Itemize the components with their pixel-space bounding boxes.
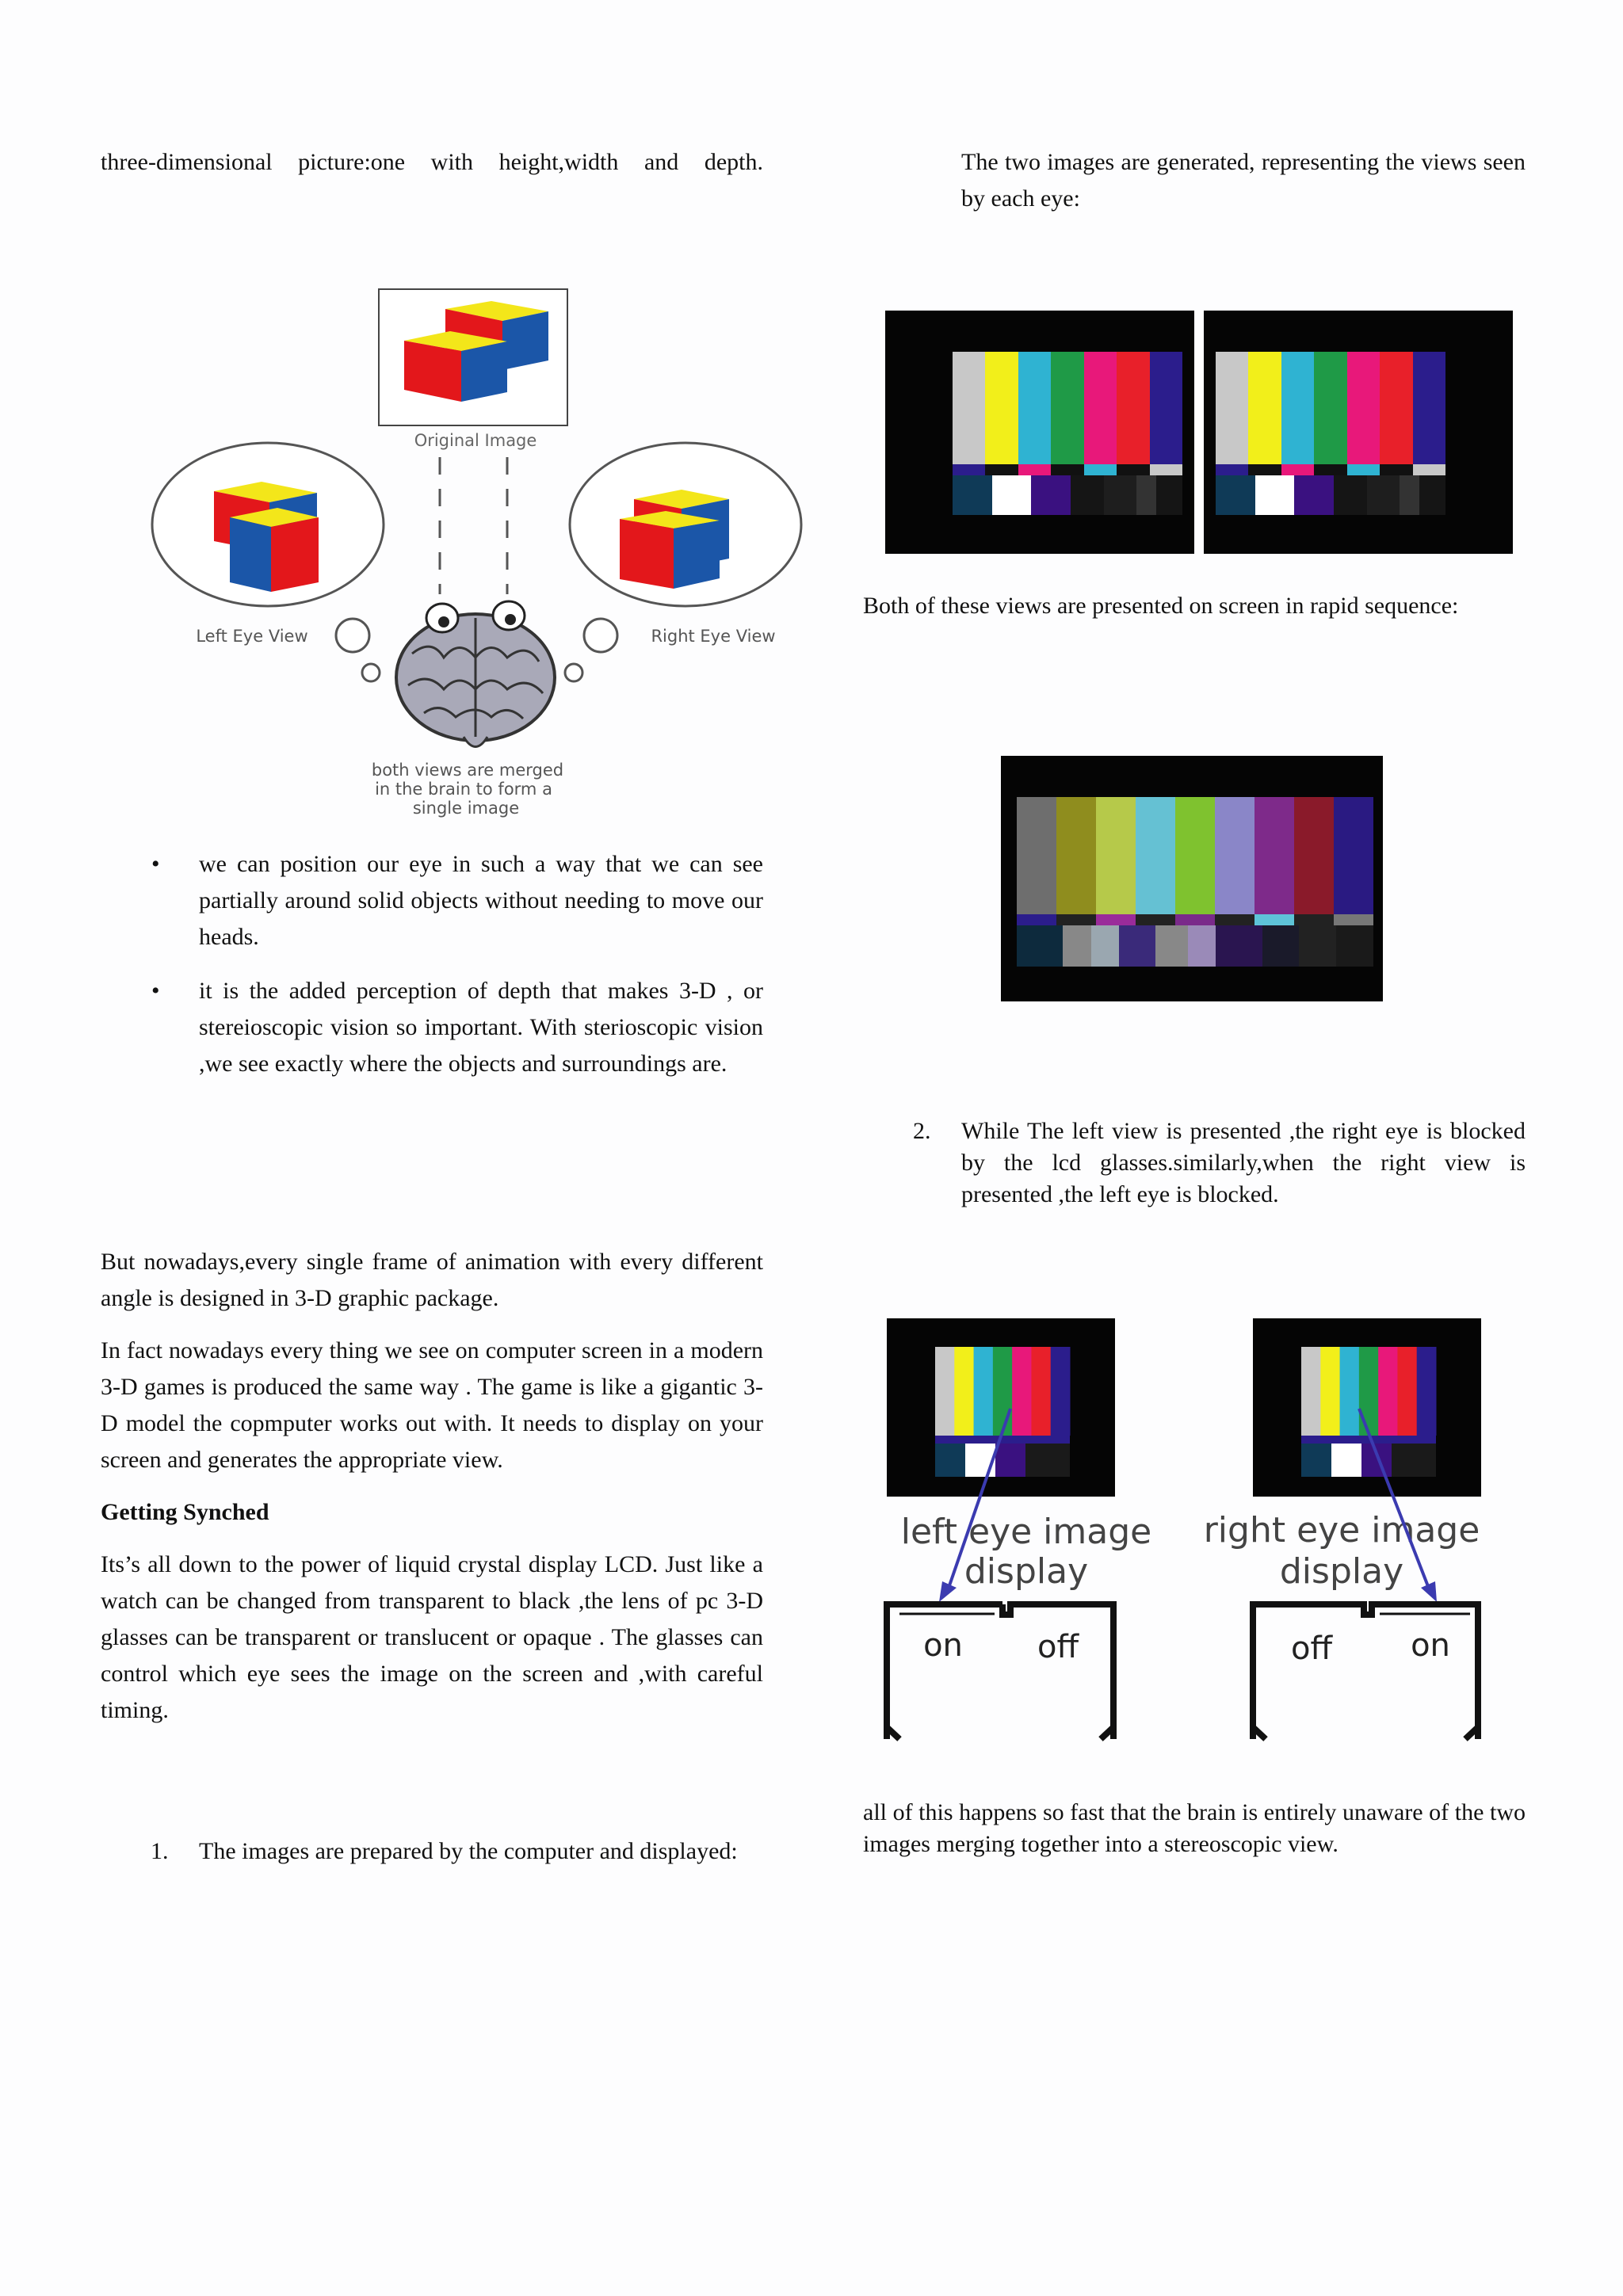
color-bar [1416,1347,1437,1436]
color-bar [1320,1347,1341,1436]
color-bar [1397,1347,1418,1436]
bullet-glyph: • [151,978,160,1004]
color-bar [1358,1347,1379,1436]
color-bar [1096,797,1136,914]
color-bar [985,352,1018,464]
lcd-glasses-left-icon [884,1601,1117,1741]
color-bar [1346,352,1381,464]
color-bar [1012,1347,1032,1436]
right-eye-label: Right Eye View [651,627,775,646]
bullet-item: • we can position our eye in such a way … [101,846,763,955]
color-bar [1301,1347,1321,1436]
step-1: 1. The images are prepared by the comput… [101,1833,763,1870]
right-lens-on: on [1411,1627,1450,1664]
step-text: While The left view is presented ,the ri… [961,1118,1526,1207]
paragraph: In fact nowadays every thing we see on c… [101,1337,763,1473]
color-bar [1031,1347,1052,1436]
intro-text: three-dimensional picture:one with heigh… [101,149,763,175]
both-views-text: Both of these views are presented on scr… [863,588,1526,624]
color-bar [1149,352,1182,464]
bullet-section: • we can position our eye in such a way … [101,846,763,1082]
color-bar [1056,797,1096,914]
paragraph: all of this happens so fast that the bra… [863,1799,1526,1857]
left-lens-on: on [923,1627,963,1664]
color-bar [1294,797,1334,914]
section-heading: Getting Synched [101,1499,269,1525]
intro-text: The two images are generated, representi… [961,149,1526,212]
step-number: 2. [913,1118,931,1144]
merge-caption-line: single image [413,799,519,818]
bullet-item: • it is the added perception of depth th… [101,973,763,1082]
right-eye-display-label: display [1280,1551,1403,1592]
color-bar [1339,1347,1360,1436]
paragraph: But nowadays,every single frame of anima… [101,1249,763,1311]
bullet-glyph: • [151,851,160,877]
color-bar [973,1347,994,1436]
paragraph: Its’s all down to the power of liquid cr… [101,1551,763,1723]
left-column: three-dimensional picture:one with heigh… [101,144,763,181]
color-bar [935,1347,955,1436]
color-bar [1314,352,1347,464]
color-bar [992,1347,1013,1436]
color-bar [1254,797,1294,914]
color-bars-left-view [885,311,1194,554]
color-bar [1017,797,1056,914]
color-bar [954,1347,975,1436]
color-bar [1050,1347,1071,1436]
step-2: 2. While The left view is presented ,the… [863,1116,1526,1211]
left-eye-display-label: left eye image [901,1512,1151,1552]
color-bars-right-view [1204,311,1513,554]
left-lens-off: off [1037,1629,1079,1665]
final-text: all of this happens so fast that the bra… [863,1797,1526,1860]
color-bar [1051,352,1084,464]
brain-icon [395,612,556,748]
color-bar [1412,352,1445,464]
bullet-text: it is the added perception of depth that… [199,978,763,1077]
color-bar [1083,352,1117,464]
bars-top [1216,352,1445,464]
merge-caption-line: both views are merged [372,761,563,780]
color-bars-sequence [1001,756,1383,1001]
arrow-icon [1358,1408,1437,1602]
color-bar [1380,352,1413,464]
color-bar [1117,352,1150,464]
color-bar [1378,1347,1398,1436]
color-bar [953,352,986,464]
color-bar [1281,352,1315,464]
paragraph: Both of these views are presented on scr… [863,593,1459,619]
color-bar [1216,352,1249,464]
step-number: 1. [151,1838,169,1864]
color-bar [1334,797,1373,914]
left-eye-display-label: display [964,1551,1088,1592]
body-section: But nowadays,every single frame of anima… [101,1244,763,1729]
right-intro: The two images are generated, representi… [961,144,1526,217]
left-eye-label: Left Eye View [196,627,307,646]
bars-top [1017,797,1373,914]
stereo-vision-figure: Original Image Left Eye View Right Eye V… [151,288,803,818]
merge-caption-line: in the brain to form a [375,780,552,799]
lcd-glasses-figure: left eye image display right eye image d… [884,1318,1481,1741]
color-bar [1248,352,1281,464]
eyes-icon [425,600,526,634]
lcd-glasses-right-icon [1250,1601,1481,1741]
arrow-icon [939,1408,1012,1602]
color-bar [1215,797,1254,914]
bullet-text: we can position our eye in such a way th… [199,851,763,950]
bars-top [953,352,1182,464]
color-bar [1018,352,1052,464]
step-text: The images are prepared by the computer … [199,1838,738,1864]
color-bar [1136,797,1175,914]
right-eye-display-label: right eye image [1204,1510,1480,1550]
original-image-label: Original Image [414,431,537,450]
right-lens-off: off [1291,1630,1333,1667]
color-bar [1175,797,1215,914]
